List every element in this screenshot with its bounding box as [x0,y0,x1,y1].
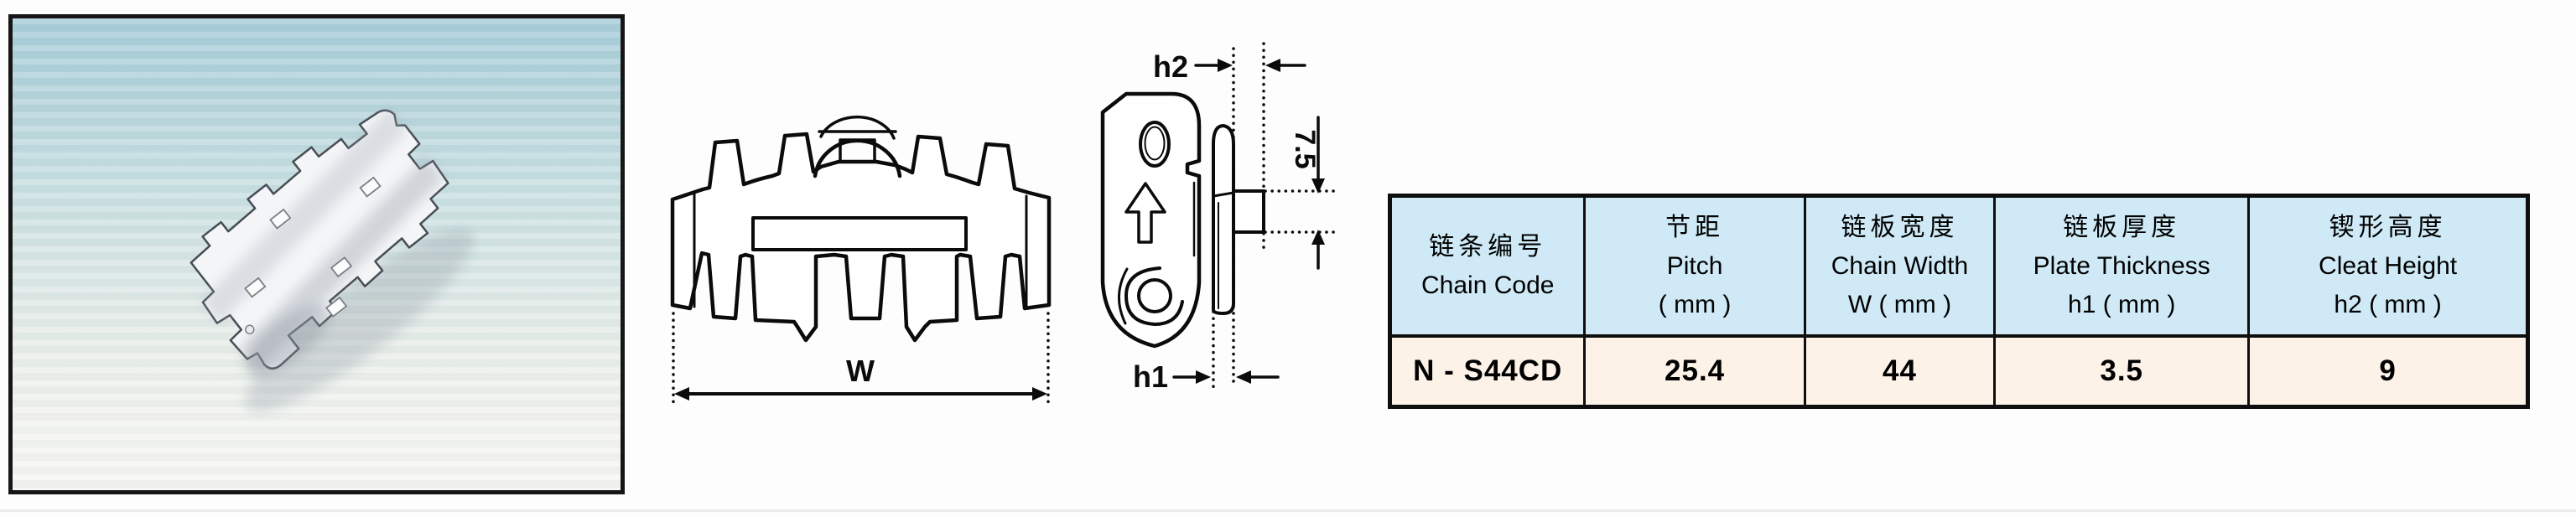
header-cleat-height: 锲形高度 Cleat Height h2 ( mm ) [2250,198,2526,338]
w-dimension-label: W [846,354,875,388]
cell-chain-code: N - S44CD [1392,338,1587,405]
cell-cleat-height: 9 [2250,338,2526,405]
header-zh: 链条编号 [1429,232,1547,261]
chain-shading-band [201,106,408,323]
pin-outer-arc [1124,266,1184,326]
header-en: Plate Thickness [2033,251,2210,280]
technical-drawings: W [670,42,1338,407]
h2-arrowhead-right [1218,59,1233,72]
side-view-drawing: h2 7.5 h1 [1100,42,1338,394]
chain-shadow [245,228,474,412]
h1-arrowhead-right [1196,370,1211,384]
side-plate-lines [693,191,1028,308]
strip-joint-line [1212,191,1235,198]
tab-dimension-label: 7.5 [1289,129,1321,168]
top-hole-inner [1144,126,1166,161]
header-en: Cleat Height [2319,251,2458,280]
header-chain-code: 链条编号 Chain Code [1392,198,1587,338]
header-zh: 节距 [1665,213,1725,241]
spec-table: 链条编号 Chain Code 节距 Pitch ( mm ) 链板宽度 Cha… [1388,194,2530,409]
tab-dim-arrowhead-down [1311,178,1325,194]
header-unit: W ( mm ) [1847,290,1952,318]
header-en: Chain Code [1421,271,1555,299]
h1-dimension-label: h1 [1133,359,1168,394]
front-view-drawing: W [670,115,1052,407]
header-pitch: 节距 Pitch ( mm ) [1586,198,1806,338]
tab-dim-arrowhead-up [1311,230,1325,245]
header-zh: 锲形高度 [2329,213,2447,241]
h2-dimension-label: h2 [1153,49,1188,84]
pin-outer-arc-2 [1117,267,1129,325]
chain-slots [244,176,382,318]
chain-shading-blotch [245,304,331,376]
header-en: Chain Width [1831,251,1969,280]
chain-link-image [190,106,474,412]
w-arrowhead-left [674,387,689,401]
bottom-divider [0,509,2576,512]
w-extension-lines [672,312,1050,407]
center-tooth [839,138,876,163]
cell-pitch: 25.4 [1586,338,1806,405]
h2-arrowhead-left [1265,59,1280,72]
header-zh: 链板厚度 [2063,213,2181,241]
top-hole [1139,121,1171,168]
cleat-tab [1232,189,1265,234]
header-en: Pitch [1666,251,1723,280]
cleat-dome-inner-arc [819,115,896,140]
product-photo [8,14,625,494]
h1-arrowhead-left [1236,370,1251,384]
plate-edge-strip [1212,124,1235,315]
header-unit: ( mm ) [1658,290,1732,318]
header-zh: 链板宽度 [1841,213,1959,241]
pin-hole [1137,278,1172,313]
direction-arrow-icon [1124,182,1166,244]
w-arrowhead-right [1032,387,1047,401]
header-unit: h1 ( mm ) [2068,290,2176,318]
header-unit: h2 ( mm ) [2334,290,2442,318]
cell-chain-width: 44 [1805,338,1997,405]
chain-pin-hole [245,324,255,334]
center-slot [751,216,968,251]
cell-plate-thickness: 3.5 [1996,338,2251,405]
header-plate-thickness: 链板厚度 Plate Thickness h1 ( mm ) [1996,198,2251,338]
header-chain-width: 链板宽度 Chain Width W ( mm ) [1805,198,1997,338]
